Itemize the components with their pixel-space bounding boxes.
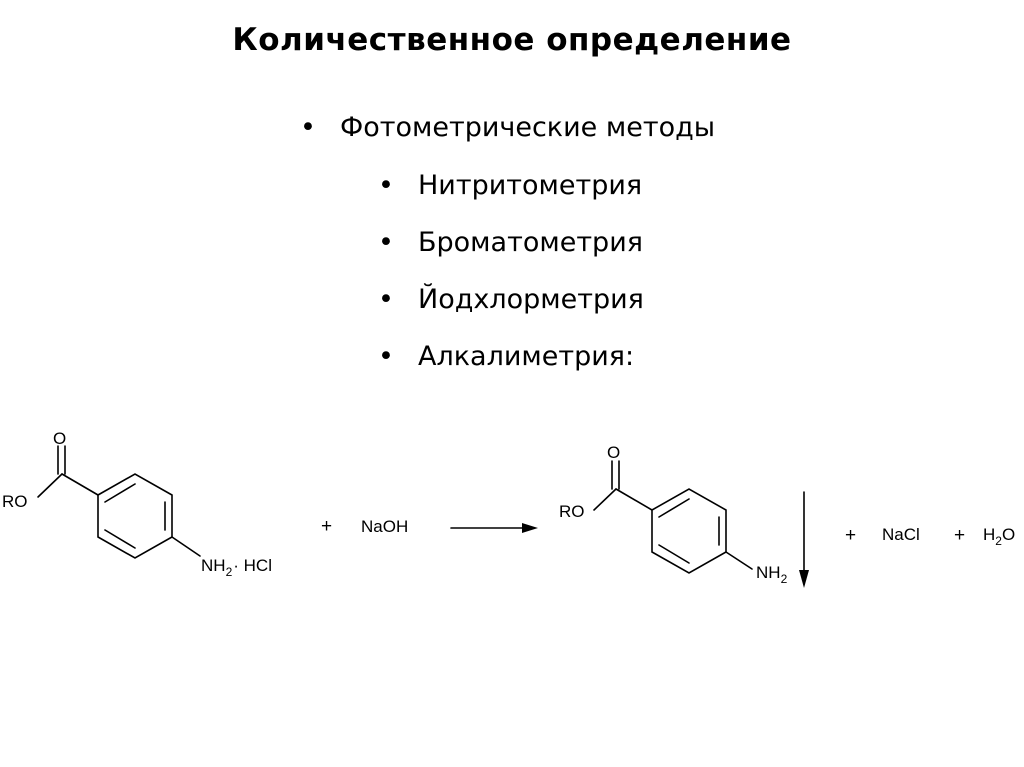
- product-ring-to-carbonyl-bond: [615, 488, 653, 511]
- water-o: O: [1002, 525, 1015, 544]
- reaction-arrow-head: [522, 523, 538, 533]
- reactant-amine-subscript: 2: [226, 565, 233, 579]
- bullet-text: Алкалиметрия:: [418, 341, 635, 372]
- bullet-item-alkalimetry: • Алкалиметрия:: [378, 341, 634, 372]
- reactant-inner-double-bond: [104, 483, 136, 503]
- plus-sign-2: +: [845, 525, 856, 546]
- bullet-text: Нитритометрия: [418, 170, 643, 201]
- product-amine-bond: [725, 551, 753, 570]
- product-ester-label: RO: [559, 502, 585, 521]
- bullet-marker: •: [378, 170, 394, 201]
- reagent-label: NaOH: [361, 517, 408, 536]
- plus-sign-1: +: [321, 516, 332, 537]
- water-h: H: [983, 525, 995, 544]
- product-amine-label: NH2: [756, 563, 788, 586]
- reactant-amine-bond: [171, 536, 201, 557]
- product-structure: [593, 460, 753, 574]
- bullet-marker: •: [378, 341, 394, 372]
- reactant-amine-text: NH: [201, 556, 226, 575]
- precipitate-arrow-head: [799, 570, 809, 588]
- product-amine-subscript: 2: [781, 572, 788, 586]
- bullet-item-photometric: • Фотометрические методы: [300, 112, 715, 143]
- product-inner-double-bond: [658, 498, 690, 518]
- reactant-inner-double-bond: [104, 529, 136, 549]
- water-subscript: 2: [995, 534, 1002, 548]
- reactant-structure: [37, 445, 201, 559]
- bullet-text: Фотометрические методы: [340, 112, 716, 143]
- byproduct-nacl: NaCl: [882, 525, 920, 544]
- bullet-marker: •: [300, 112, 316, 143]
- reactant-carbonyl-oxygen: O: [53, 429, 66, 448]
- slide-title: Количественное определение: [232, 22, 792, 58]
- product-benzene-ring: [651, 488, 727, 574]
- bullet-marker: •: [378, 284, 394, 315]
- bullet-item-nitritometry: • Нитритометрия: [378, 170, 642, 201]
- reactant-benzene-ring: [97, 473, 173, 559]
- bullet-text: Броматометрия: [418, 227, 643, 258]
- reactant-ester-bond: [37, 473, 63, 498]
- byproduct-water: H2O: [983, 525, 1015, 548]
- reactant-ester-label: RO: [2, 492, 28, 511]
- bullet-marker: •: [378, 227, 394, 258]
- product-inner-double-bond: [658, 544, 690, 564]
- product-ester-bond: [593, 488, 617, 511]
- product-carbonyl-oxygen: O: [607, 443, 620, 462]
- reactant-salt: · HCl: [233, 556, 272, 575]
- plus-sign-3: +: [954, 525, 965, 546]
- bullet-item-bromatometry: • Броматометрия: [378, 227, 643, 258]
- bullet-text: Йодхлорметрия: [418, 284, 644, 315]
- bullet-item-iodochlorometry: • Йодхлорметрия: [378, 284, 644, 315]
- reactant-ring-to-carbonyl-bond: [61, 473, 99, 496]
- reactant-amine-label: NH2· HCl: [201, 556, 272, 579]
- product-amine-text: NH: [756, 563, 781, 582]
